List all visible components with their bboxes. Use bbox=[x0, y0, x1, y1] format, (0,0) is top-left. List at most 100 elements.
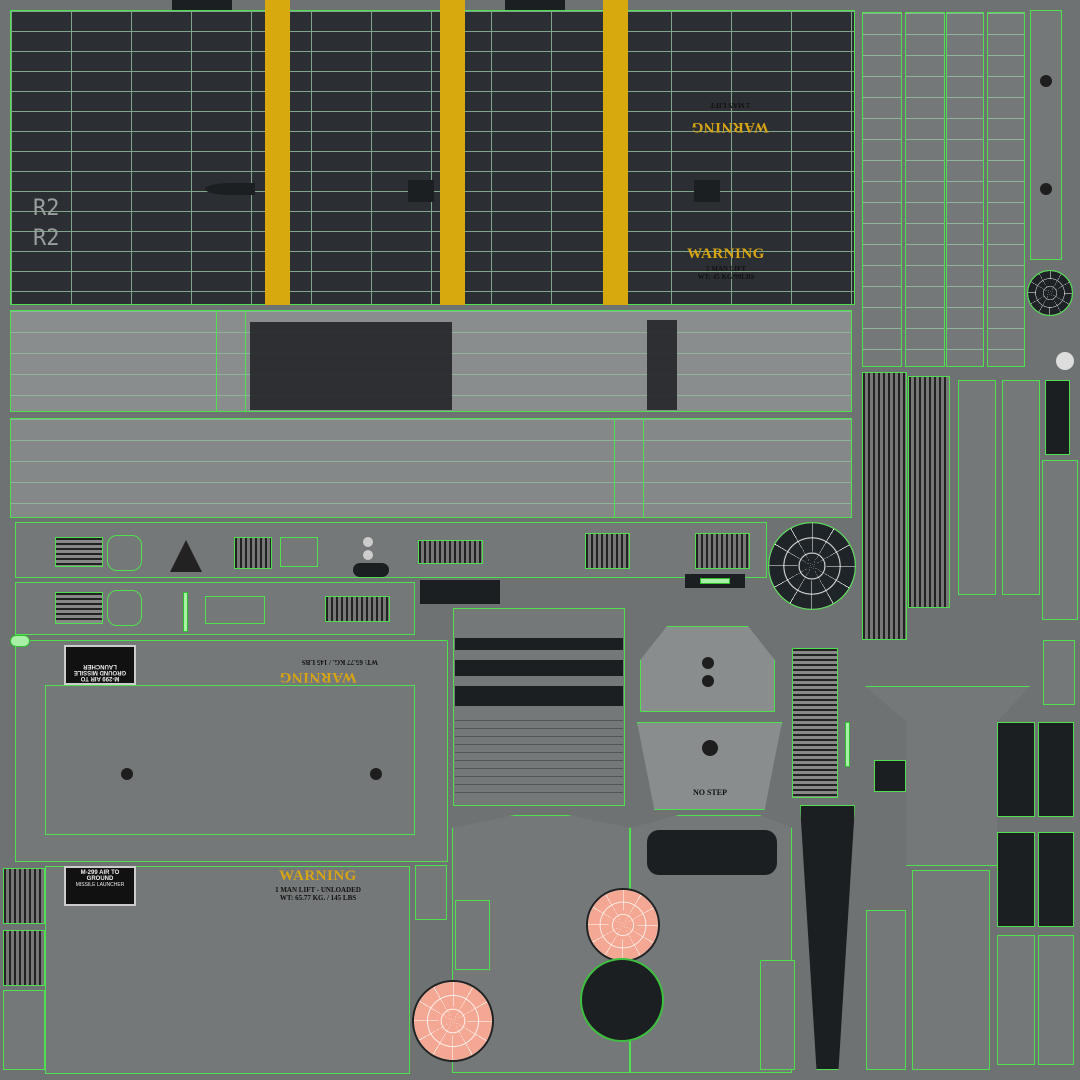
column-strip-narrow bbox=[1030, 10, 1062, 260]
vent-grille bbox=[325, 596, 390, 622]
mesh-block bbox=[3, 990, 45, 1070]
pink-face-disc bbox=[412, 980, 494, 1062]
top-notch bbox=[205, 183, 255, 195]
bolt-icon bbox=[363, 550, 373, 560]
center-stripe bbox=[455, 686, 623, 706]
column-hole bbox=[1040, 183, 1052, 195]
side-block bbox=[1042, 460, 1078, 620]
top-dark-panel bbox=[10, 10, 855, 305]
cell-block bbox=[1038, 832, 1074, 927]
green-strip bbox=[10, 635, 30, 647]
warning-mid-sub: WT: 65.77 KG. / 145 LBS bbox=[301, 658, 379, 666]
side-label-r2: R2 bbox=[33, 196, 60, 221]
column-hole bbox=[1040, 75, 1052, 87]
warning-top-line2: WT: 45 KG/99LBS bbox=[697, 273, 755, 281]
side-tall-panel bbox=[912, 870, 990, 1070]
mesh-block bbox=[3, 930, 45, 986]
rail-bracket bbox=[614, 418, 644, 518]
cell-block bbox=[997, 832, 1035, 927]
yellow-stripe-1 bbox=[265, 0, 290, 305]
keel-blade bbox=[800, 805, 855, 1070]
pink-face-disc bbox=[586, 888, 660, 962]
part-strip bbox=[15, 522, 767, 578]
column-strip bbox=[987, 12, 1025, 367]
dark-slot bbox=[1045, 380, 1070, 455]
cell-block bbox=[1038, 935, 1074, 1065]
rail-dark-slot bbox=[250, 322, 452, 410]
part-bracket bbox=[107, 535, 142, 571]
launcher-inner bbox=[45, 685, 415, 835]
triangle-part bbox=[170, 540, 202, 572]
column-strip bbox=[905, 12, 945, 367]
grille-column bbox=[908, 376, 950, 608]
top-notch bbox=[408, 180, 434, 202]
vent-grille bbox=[55, 592, 103, 624]
hex-panel bbox=[640, 626, 775, 712]
vent-grille bbox=[55, 537, 103, 567]
slot-column bbox=[958, 380, 996, 595]
warning-top-line1: 2 MAN LIFT bbox=[705, 265, 747, 273]
bolt-icon bbox=[363, 537, 373, 547]
mesh-block bbox=[3, 868, 45, 924]
small-panel bbox=[415, 865, 447, 920]
center-stripe bbox=[455, 660, 623, 676]
top-block bbox=[505, 0, 565, 10]
placard-bottom-title: M-299 AIR TO GROUND bbox=[80, 870, 120, 882]
warning-top-mirrored: WARNING bbox=[691, 119, 769, 135]
part-bracket bbox=[280, 537, 318, 567]
center-light-stripes bbox=[455, 720, 623, 800]
placard-bottom-subtitle: MISSILE LAUNCHER bbox=[75, 882, 125, 888]
vent-grille bbox=[418, 540, 483, 564]
yellow-stripe-3 bbox=[603, 0, 628, 305]
mount-hole bbox=[121, 768, 133, 780]
dark-slot bbox=[420, 580, 500, 604]
warning-top-sub: 2 MAN LIFT bbox=[709, 101, 751, 109]
fan-disc bbox=[1027, 270, 1073, 316]
side-label-r2: R2 bbox=[33, 226, 60, 251]
small-panel bbox=[760, 960, 795, 1070]
top-notch bbox=[694, 180, 720, 202]
knob-icon bbox=[1056, 352, 1074, 370]
placard-bottom: M-299 AIR TO GROUND MISSILE LAUNCHER bbox=[64, 866, 136, 906]
green-strip bbox=[700, 578, 730, 584]
no-step-hole bbox=[702, 740, 718, 756]
warning-lower: WARNING bbox=[279, 868, 357, 884]
cell-block bbox=[997, 722, 1035, 817]
round-vent-disc bbox=[768, 522, 856, 610]
small-panel bbox=[455, 900, 490, 970]
rib-column bbox=[792, 648, 838, 798]
warning-lower-line2: WT: 65.77 KG. / 145 LBS bbox=[279, 894, 357, 902]
column-strip bbox=[946, 12, 984, 367]
vent-grille bbox=[234, 537, 272, 569]
hex-hole bbox=[702, 675, 714, 687]
side-tall-panel bbox=[866, 910, 906, 1070]
part-bracket bbox=[107, 590, 142, 626]
small-box bbox=[874, 760, 906, 792]
cell-block bbox=[997, 935, 1035, 1065]
warning-lower-line1: 1 MAN LIFT - UNLOADED bbox=[275, 886, 361, 894]
placard-top-title: M-299 AIR TO GROUND MISSILE LAUNCHER bbox=[73, 663, 127, 681]
column-strip bbox=[862, 12, 902, 367]
no-step-label: NO STEP bbox=[692, 788, 727, 797]
slot-column bbox=[1002, 380, 1040, 595]
warning-mid-mirrored: WARNING bbox=[279, 669, 357, 685]
hex-hole bbox=[702, 657, 714, 669]
small-box bbox=[1043, 640, 1075, 705]
dark-recess bbox=[647, 830, 777, 875]
center-stripe bbox=[455, 638, 623, 650]
cell-block bbox=[1038, 722, 1074, 817]
grille-column bbox=[862, 372, 907, 640]
placard-top: M-299 AIR TO GROUND MISSILE LAUNCHER bbox=[64, 645, 136, 685]
dark-face-disc bbox=[580, 958, 664, 1042]
rail-bracket bbox=[216, 310, 246, 412]
warning-top-bottom: WARNING bbox=[687, 246, 765, 262]
yellow-stripe-2 bbox=[440, 0, 465, 305]
part-clip bbox=[353, 563, 389, 577]
green-strip bbox=[845, 722, 850, 767]
vent-grille bbox=[695, 533, 750, 569]
top-block bbox=[172, 0, 232, 10]
no-step-panel bbox=[637, 722, 782, 810]
vent-grille bbox=[585, 533, 630, 569]
part-bracket bbox=[205, 596, 265, 624]
mount-hole bbox=[370, 768, 382, 780]
